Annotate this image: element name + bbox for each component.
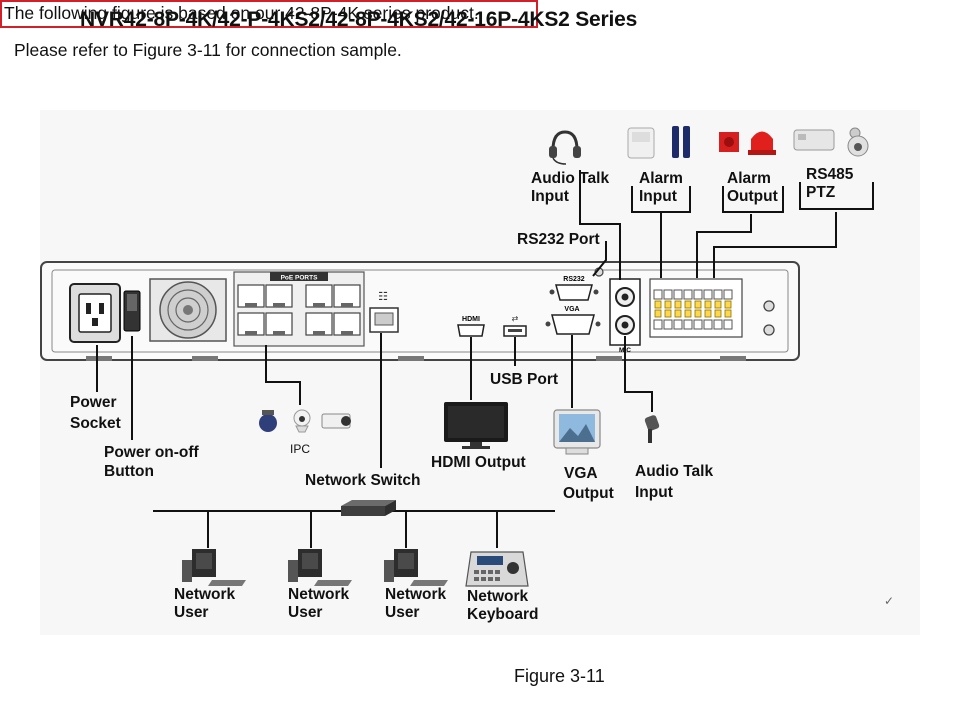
hdmi-port-label: HDMI [462,316,480,323]
microphone-icon [644,415,660,443]
device-foot [398,356,424,361]
network-switch-icon [341,500,396,516]
hdmi-port: HDMI [457,316,485,337]
poe-label-bar [270,272,328,281]
alarm-siren-icon [719,131,776,155]
label-rs485-ptz: RS485 PTZ [806,166,854,201]
nvr-inner-frame [51,269,789,353]
label-usb-port: USB Port [490,371,559,388]
network-symbol-icon: ☷ [378,291,388,303]
device-foot [720,356,746,361]
page-title: NVR42-8P-4K/42-P-4KS2/42-8P-4KS2/42-16P-… [80,8,638,31]
usb-symbol-icon: ⇄ [512,314,519,323]
label-brackets [631,182,874,213]
rs232-port: RS232 [549,276,599,301]
computer-icon [182,549,246,586]
label-audio-talk-input-bottom: Audio Talk Input [635,463,714,501]
vga-port-label: VGA [564,306,579,313]
keyboard-icon [465,551,529,587]
monitor-icon [553,409,601,455]
computer-icon [288,549,352,586]
label-network-user-2: Network User [288,586,350,621]
connection-lines [96,170,837,548]
screw-icon [763,300,775,312]
label-alarm-input: Alarm Input [639,170,683,205]
label-network-user-3: Network User [385,586,447,621]
label-audio-talk-input-top: Audio Talk Input [531,170,610,205]
diagram-background [40,110,920,635]
label-hdmi-output: HDMI Output [431,454,526,471]
reference-text: Please refer to Figure 3-11 for connecti… [14,40,402,60]
vga-port: VGA [545,306,601,335]
note-text: The following figure is based on our 42-… [4,3,479,23]
label-network-switch: Network Switch [305,472,421,489]
rs232-port-label: RS232 [563,276,585,283]
poe-ports: PoE PORTS [233,271,365,347]
usb-port: ⇄ [503,314,527,337]
decorative-mark: ✓ [884,594,895,608]
device-foot [596,356,622,361]
monitor-icon [444,402,508,449]
screw-icon [763,324,775,336]
alarm-terminal-block [649,278,743,338]
label-alarm-output: Alarm Output [727,170,778,205]
ptz-camera-icon [793,127,869,157]
label-rs232-port: RS232 Port [517,231,600,248]
ip-camera-icon [259,409,351,433]
poe-ports-label: PoE PORTS [281,275,319,282]
label-vga-output: VGA Output [563,465,614,502]
label-power-button: Power on-off Button [104,444,199,480]
label-network-keyboard: Network Keyboard [467,588,539,623]
fan-grille-icon [149,278,227,342]
label-network-user-1: Network User [174,586,236,621]
device-foot [192,356,218,361]
network-port: ☷ [369,291,399,333]
headset-icon [549,130,581,165]
computer-icon [384,549,448,586]
label-ipc: IPC [290,442,311,456]
device-foot [86,356,112,361]
figure-caption: Figure 3-11 [514,666,605,686]
label-power-socket: Power Socket [70,394,121,432]
nvr-rear-panel: PoE PORTS ☷ [40,261,800,361]
alarm-sensor-icon [627,126,690,159]
highlight-note-box: The following figure is based on our 42-… [0,0,538,28]
